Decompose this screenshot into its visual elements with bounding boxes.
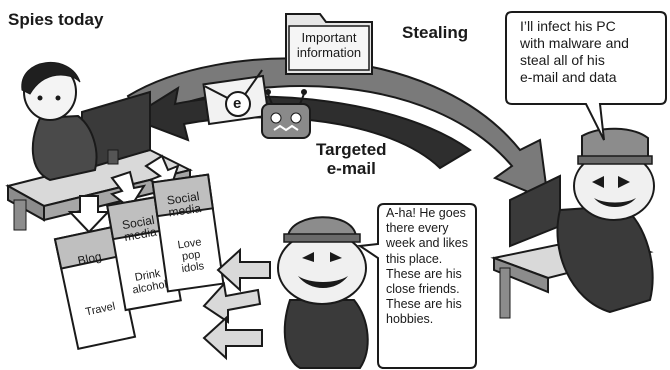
targeted-label-line2: e-mail	[316, 159, 387, 178]
targeted-email-label: Targeted e-mail	[316, 140, 387, 178]
card-social-2-body: Love pop idols	[163, 234, 220, 277]
diagram-title: Spies today	[8, 10, 103, 30]
hacker-speech-text: I’ll infect his PC with malware and stea…	[520, 18, 660, 86]
envelope-e-glyph: e	[233, 95, 241, 112]
stealing-label: Stealing	[402, 23, 468, 43]
folder-label: Important information	[292, 30, 366, 60]
malware-bot-icon	[262, 89, 310, 138]
targeted-label-line1: Targeted	[316, 140, 387, 159]
card-blog-body: Travel	[75, 298, 126, 320]
spy-speech-text: A-ha! He goes there every week and likes…	[386, 206, 474, 328]
card-blog-header: Blog	[64, 248, 115, 270]
pumpkin-spy	[278, 217, 368, 368]
card-social-2-header: Social media	[157, 189, 212, 220]
